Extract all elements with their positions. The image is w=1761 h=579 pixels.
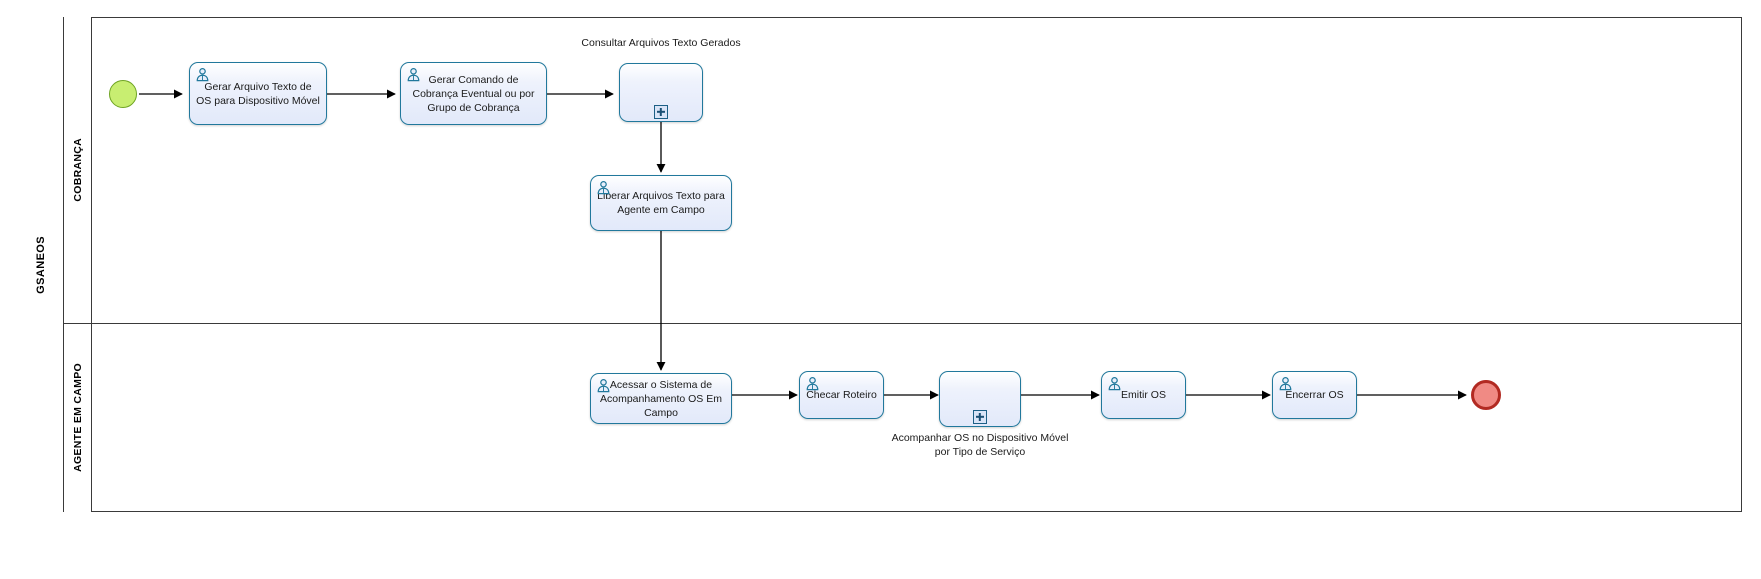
subprocess-label-acompanhar-os: Acompanhar OS no Dispositivo Móvel por T… — [891, 432, 1069, 458]
task-gerar-comando-cobranca[interactable]: Gerar Comando de Cobrança Eventual ou po… — [400, 62, 547, 125]
user-task-icon — [596, 180, 611, 195]
lane-divider — [64, 323, 1742, 324]
plus-icon — [654, 105, 668, 119]
task-label: Emitir OS — [1121, 389, 1166, 401]
task-checar-roteiro[interactable]: Checar Roteiro — [799, 371, 884, 419]
subprocess-label-consultar-arquivos: Consultar Arquivos Texto Gerados — [581, 37, 741, 49]
lane-label-agente-em-campo-text: AGENTE EM CAMPO — [71, 363, 84, 472]
task-label: Acessar o Sistema de Acompanhamento OS E… — [600, 378, 722, 419]
task-gerar-arquivo-texto-os[interactable]: Gerar Arquivo Texto de OS para Dispositi… — [189, 62, 327, 125]
task-liberar-arquivos-texto[interactable]: Liberar Arquivos Texto para Agente em Ca… — [590, 175, 732, 231]
task-label: Checar Roteiro — [806, 389, 877, 401]
task-label: Encerrar OS — [1285, 389, 1344, 401]
pool-label-text: GSANEOS — [34, 235, 47, 294]
lane-label-agente-em-campo: AGENTE EM CAMPO — [64, 323, 92, 512]
user-task-icon — [406, 67, 421, 82]
task-emitir-os[interactable]: Emitir OS — [1101, 371, 1186, 419]
lane-label-cobranca: COBRANÇA — [64, 17, 92, 323]
plus-icon — [973, 410, 987, 424]
user-task-icon — [1278, 376, 1293, 391]
task-label: Liberar Arquivos Texto para Agente em Ca… — [597, 190, 725, 216]
lane-body-cobranca — [92, 17, 1742, 323]
subprocess-consultar-arquivos-texto-gerados[interactable] — [619, 63, 703, 122]
end-event[interactable] — [1471, 380, 1501, 410]
task-label: Gerar Comando de Cobrança Eventual ou po… — [412, 73, 535, 114]
pool-label: GSANEOS — [18, 17, 64, 512]
start-event[interactable] — [109, 80, 137, 108]
task-encerrar-os[interactable]: Encerrar OS — [1272, 371, 1357, 419]
user-task-icon — [195, 67, 210, 82]
task-acessar-sistema-acompanhamento[interactable]: Acessar o Sistema de Acompanhamento OS E… — [590, 373, 732, 424]
task-label: Gerar Arquivo Texto de OS para Dispositi… — [196, 80, 320, 107]
subprocess-acompanhar-os-dispositivo-movel[interactable] — [939, 371, 1021, 427]
lane-body-agente-em-campo — [92, 323, 1742, 512]
user-task-icon — [1107, 376, 1122, 391]
user-task-icon — [805, 376, 820, 391]
lane-label-cobranca-text: COBRANÇA — [71, 138, 84, 202]
user-task-icon — [596, 378, 611, 393]
